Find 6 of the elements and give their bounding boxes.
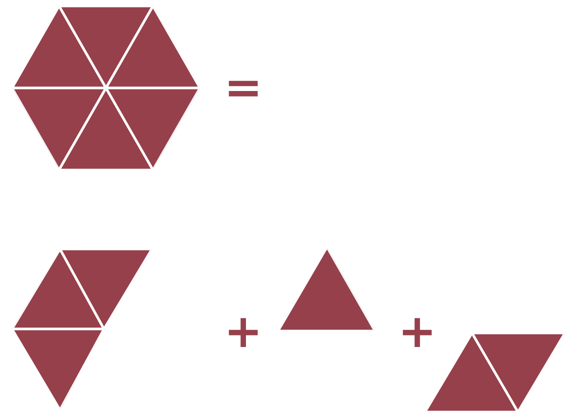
math-operator: + — [224, 308, 263, 354]
math-operator: + — [398, 308, 437, 354]
math-operator: = — [224, 64, 263, 110]
pentagon-drawing — [12, 249, 153, 411]
triangle-drawing — [278, 247, 376, 332]
hexagon-drawing — [12, 6, 201, 170]
